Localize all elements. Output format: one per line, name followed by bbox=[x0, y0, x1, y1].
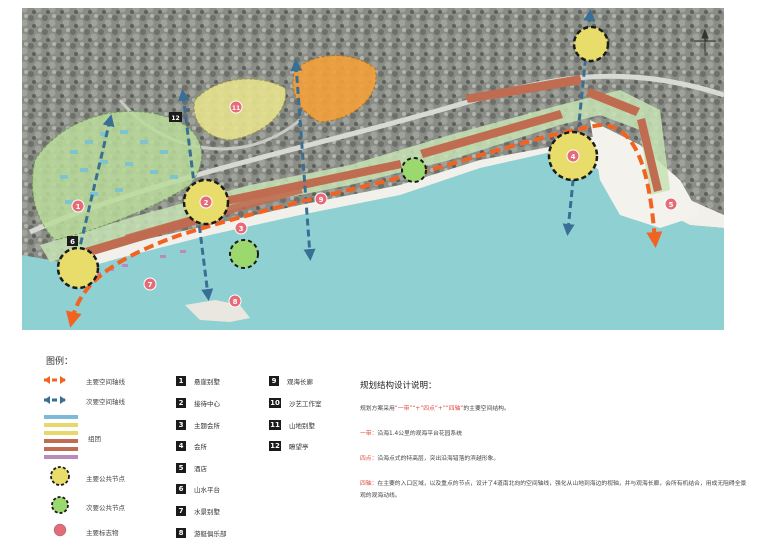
legend-label-primary-axis: 主要空间轴线 bbox=[86, 378, 125, 386]
major-node-6 bbox=[56, 246, 100, 290]
cluster-legend-bands bbox=[44, 415, 78, 459]
svg-text:11: 11 bbox=[232, 105, 240, 112]
legend-label-major-node: 主要公共节点 bbox=[86, 475, 125, 483]
svg-text:7: 7 bbox=[148, 281, 153, 289]
description-paragraph: 四点：沿海点式的特高层，突出沿海错落的滨越形象。 bbox=[360, 456, 500, 462]
legend-title: 图例： bbox=[46, 357, 74, 367]
legend-label-cluster: 组团 bbox=[88, 435, 101, 443]
minor-node-legend-icon bbox=[51, 496, 69, 514]
minor-node bbox=[401, 157, 427, 183]
major-node-top bbox=[572, 25, 610, 63]
primary-axis-legend-icon bbox=[44, 376, 66, 384]
masterplan-map: 2 4 1 3 5 6 7 8 9 11 12 bbox=[22, 8, 725, 330]
north-arrow-icon bbox=[694, 28, 716, 52]
svg-text:12: 12 bbox=[171, 115, 179, 122]
svg-text:5: 5 bbox=[669, 201, 674, 209]
legend-label-secondary-axis: 次要空间轴线 bbox=[86, 398, 125, 406]
svg-text:8: 8 bbox=[233, 298, 238, 306]
minor-node-3 bbox=[229, 239, 259, 269]
svg-text:9: 9 bbox=[319, 196, 324, 204]
description-paragraph: 规划方案采用“一带”“+”四点“+”“四轴”的主要空间结构。 bbox=[360, 406, 510, 412]
major-node-4: 4 bbox=[547, 130, 599, 182]
svg-text:4: 4 bbox=[571, 153, 576, 161]
description-title: 规划结构设计说明： bbox=[360, 381, 437, 391]
major-node-2: 2 bbox=[182, 178, 230, 226]
svg-text:2: 2 bbox=[204, 199, 209, 207]
legend-label-landmark: 主要标志物 bbox=[86, 529, 119, 537]
landmark-legend-icon bbox=[53, 523, 67, 537]
description-paragraph: 四轴：在主要的入口区域，以及重点的节点，设计了4道南北向的空间轴线，强化从山地到… bbox=[360, 481, 747, 499]
landmarks: 1 3 5 6 7 8 9 11 12 bbox=[67, 100, 678, 308]
description-paragraph: 一带：沿海1.4公里的观海平台花园系统 bbox=[360, 431, 462, 437]
major-node-legend-icon bbox=[50, 466, 70, 486]
svg-text:3: 3 bbox=[239, 225, 244, 233]
legend-symbols bbox=[44, 376, 78, 537]
svg-text:1: 1 bbox=[76, 203, 81, 211]
legend-label-minor-node: 次要公共节点 bbox=[86, 504, 125, 512]
svg-text:6: 6 bbox=[70, 238, 75, 246]
secondary-axis-legend-icon bbox=[44, 396, 66, 404]
